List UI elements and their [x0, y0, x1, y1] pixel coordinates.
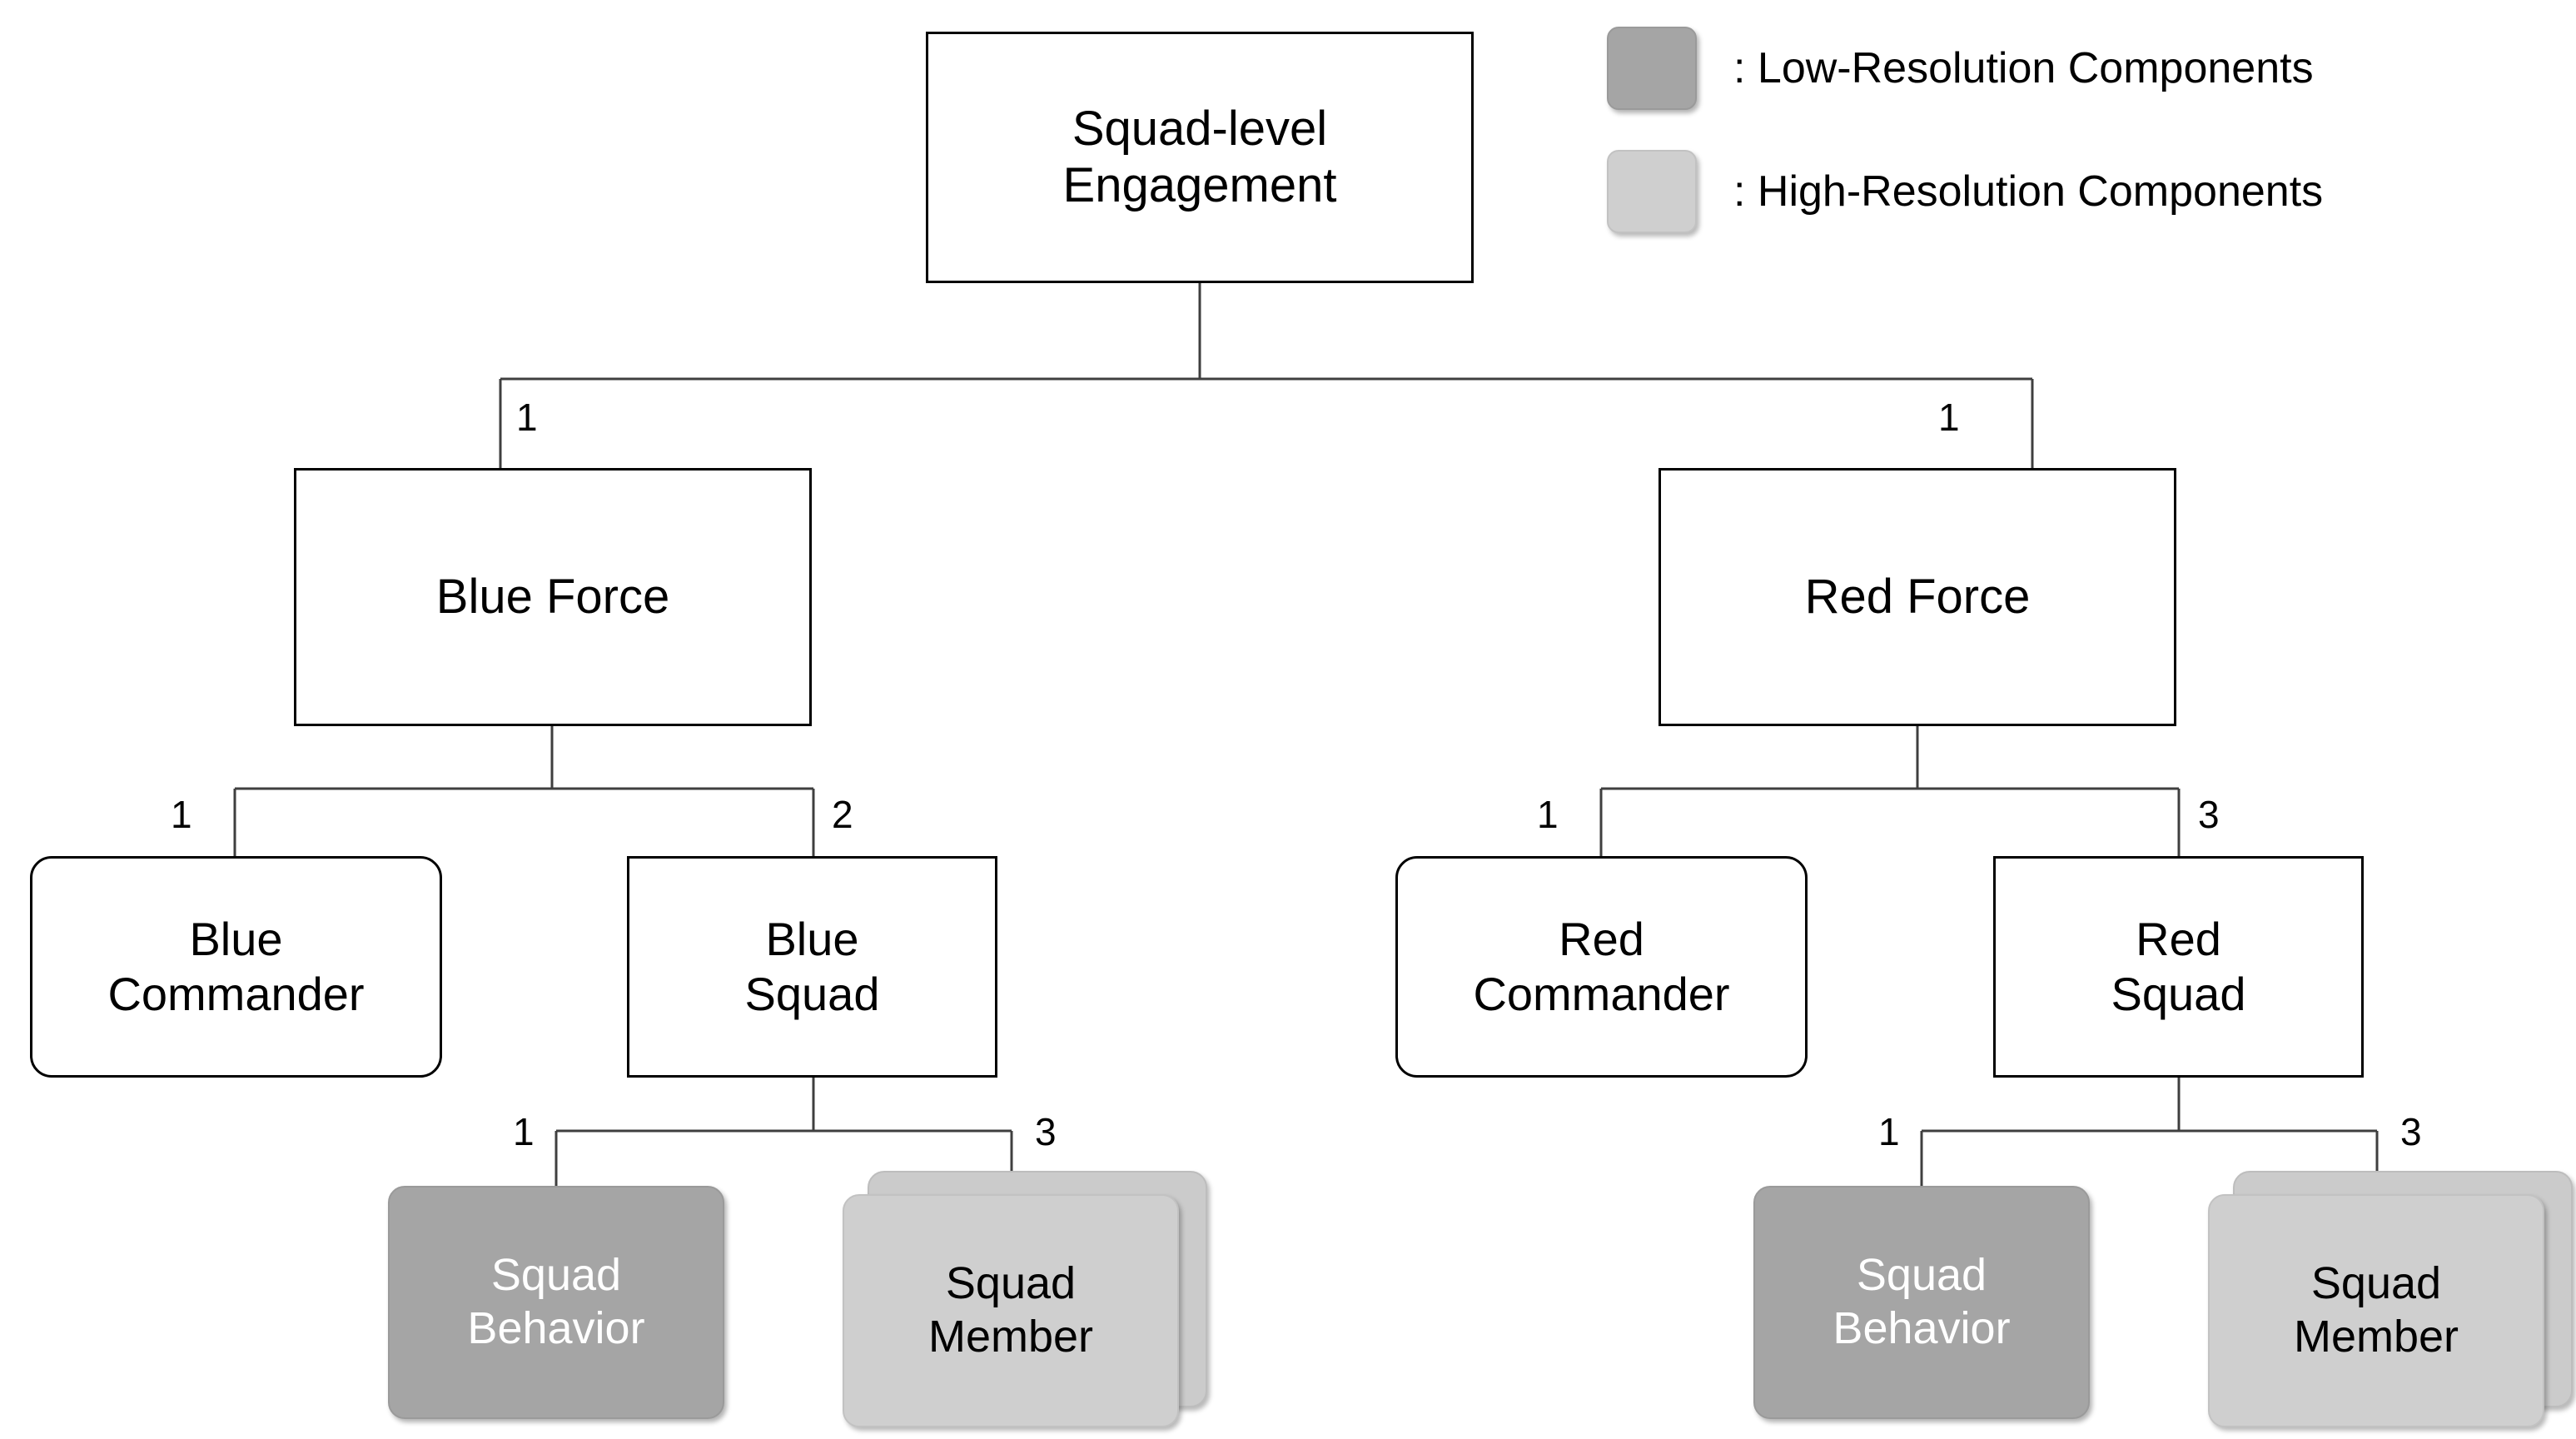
- multiplicity-blue-squad-to-member: 3: [1035, 1110, 1057, 1153]
- node-red-squad-behavior[interactable]: Squad Behavior: [1753, 1186, 2090, 1419]
- node-label: Squad Member: [927, 1258, 1094, 1362]
- node-red-squad[interactable]: Red Squad: [1993, 856, 2364, 1078]
- node-label: Red Squad: [2111, 912, 2246, 1020]
- node-label: Squad Behavior: [1833, 1250, 2011, 1353]
- node-label: Squad Member: [2293, 1258, 2459, 1362]
- multiplicity-blue-force-to-squad: 2: [832, 793, 853, 836]
- multiplicity-red-force-to-squad: 3: [2198, 793, 2220, 836]
- node-blue-squad-member[interactable]: Squad Member: [843, 1194, 1179, 1427]
- legend-item-label: : High-Resolution Components: [1733, 167, 2324, 216]
- node-squad-level-engagement[interactable]: Squad-level Engagement: [926, 32, 1474, 283]
- multiplicity-root-to-red-force: 1: [1938, 396, 1960, 439]
- node-label: Red Commander: [1473, 912, 1730, 1020]
- high-resolution-swatch-icon: [1607, 150, 1697, 233]
- node-red-force[interactable]: Red Force: [1658, 468, 2176, 726]
- legend-item-high-resolution: : High-Resolution Components: [1607, 150, 2539, 233]
- multiplicity-red-squad-to-member: 3: [2400, 1110, 2422, 1153]
- node-label: Red Force: [1804, 569, 2031, 624]
- node-label: Squad-level Engagement: [1062, 101, 1337, 212]
- node-label: Squad Behavior: [467, 1250, 645, 1353]
- node-red-squad-member[interactable]: Squad Member: [2208, 1194, 2544, 1427]
- legend-item-low-resolution: : Low-Resolution Components: [1607, 27, 2539, 110]
- multiplicity-blue-squad-to-behavior: 1: [513, 1110, 535, 1153]
- multiplicity-blue-force-to-commander: 1: [171, 793, 192, 836]
- node-label: Blue Force: [435, 569, 670, 624]
- multiplicity-red-squad-to-behavior: 1: [1878, 1110, 1900, 1153]
- node-label: Blue Commander: [107, 912, 365, 1020]
- node-blue-squad[interactable]: Blue Squad: [627, 856, 997, 1078]
- node-blue-squad-behavior[interactable]: Squad Behavior: [388, 1186, 724, 1419]
- node-label: Blue Squad: [744, 912, 880, 1020]
- node-red-commander[interactable]: Red Commander: [1395, 856, 1808, 1078]
- legend: : Low-Resolution Components : High-Resol…: [1607, 27, 2539, 275]
- node-blue-commander[interactable]: Blue Commander: [30, 856, 442, 1078]
- low-resolution-swatch-icon: [1607, 27, 1697, 110]
- multiplicity-red-force-to-commander: 1: [1537, 793, 1559, 836]
- multiplicity-root-to-blue-force: 1: [516, 396, 538, 439]
- legend-item-label: : Low-Resolution Components: [1733, 44, 2314, 92]
- node-blue-force[interactable]: Blue Force: [294, 468, 812, 726]
